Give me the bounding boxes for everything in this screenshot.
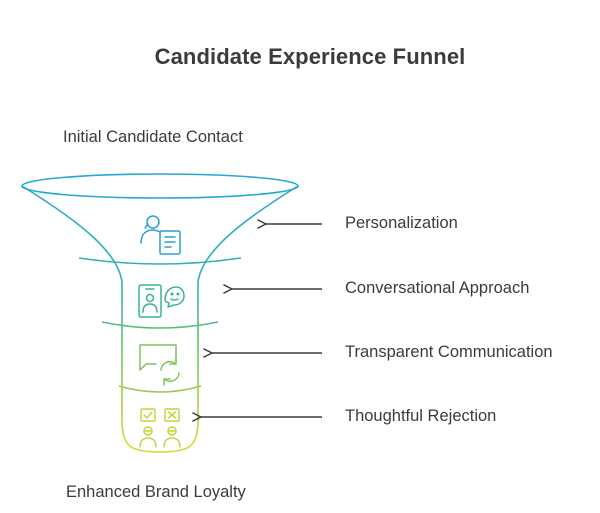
diagram-title: Candidate Experience Funnel (154, 44, 466, 69)
section-divider (118, 385, 202, 393)
reject-persons-icon (139, 408, 181, 448)
stage-label-transparent-communication: Transparent Communication (345, 343, 553, 361)
stage-label-personalization: Personalization (345, 214, 458, 232)
section-divider (101, 321, 219, 329)
funnel-rim (21, 173, 299, 199)
message-refresh-icon (139, 344, 180, 386)
funnel-input-label: Initial Candidate Contact (63, 128, 243, 146)
stage-label-conversational-approach: Conversational Approach (345, 279, 530, 297)
chat-person-icon (138, 284, 185, 318)
funnel-body (21, 185, 299, 453)
funnel-output-label: Enhanced Brand Loyalty (66, 483, 246, 501)
stage-label-thoughtful-rejection: Thoughtful Rejection (345, 407, 497, 425)
profile-document-icon (140, 215, 181, 255)
section-divider (78, 257, 242, 265)
